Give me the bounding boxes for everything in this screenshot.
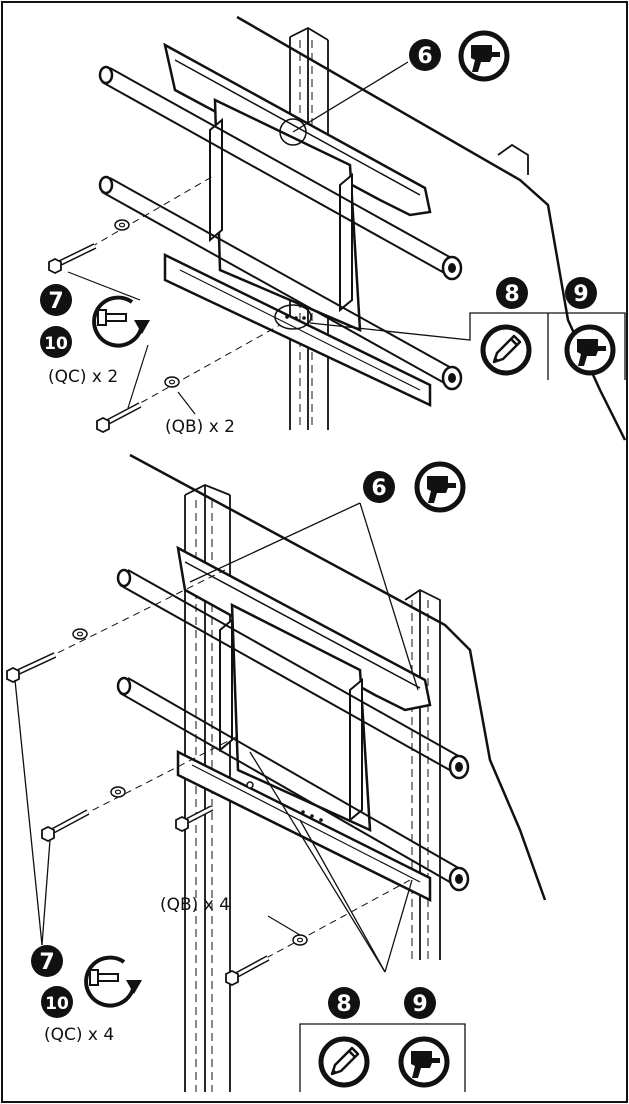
- wrench-rotate-icon: [84, 955, 144, 1008]
- svg-text:8: 8: [504, 282, 519, 307]
- top-panel: 6 7 10 (QC) x 2 (QB) x 2 8 9: [40, 15, 627, 441]
- svg-text:7: 7: [48, 289, 63, 314]
- drill-icon: [461, 33, 507, 79]
- drill-icon: [417, 464, 463, 510]
- step-6-badge: 6: [409, 39, 441, 71]
- tube-upper: [101, 67, 456, 276]
- step-9-badge: 9: [404, 987, 436, 1019]
- step-7-badge: 7: [40, 284, 72, 316]
- tube-upper: [119, 569, 463, 774]
- drill-icon: [567, 327, 613, 373]
- center-bracket: [230, 602, 372, 832]
- step-7-badge: 7: [31, 945, 63, 977]
- pencil-icon: [321, 1039, 367, 1085]
- step-9-badge: 9: [565, 277, 597, 309]
- wall-edge-top: [236, 15, 627, 441]
- qc-count-label: (QC) x 4: [44, 1025, 114, 1045]
- tube-lower: [101, 177, 456, 386]
- wall-edge-bottom: [129, 453, 547, 901]
- bottom-panel: 6 7 10 (QC) x 4 (QB) x 4 8 9: [6, 453, 547, 1092]
- svg-text:10: 10: [44, 334, 68, 354]
- svg-text:8: 8: [336, 992, 351, 1017]
- bottom-rail: [163, 252, 432, 407]
- svg-text:9: 9: [412, 992, 427, 1017]
- step-10-badge: 10: [41, 986, 73, 1018]
- drill-icon: [401, 1039, 447, 1085]
- end-cap: [441, 365, 463, 391]
- qb-count-label: (QB) x 4: [160, 895, 230, 915]
- svg-text:6: 6: [417, 44, 432, 69]
- end-cap: [441, 255, 463, 281]
- pencil-icon: [483, 327, 529, 373]
- svg-text:9: 9: [573, 282, 588, 307]
- end-cap: [448, 866, 470, 892]
- tube-lower: [119, 677, 463, 886]
- svg-text:10: 10: [45, 994, 69, 1014]
- svg-text:6: 6: [371, 476, 386, 501]
- step-8-badge: 8: [328, 987, 360, 1019]
- step-6-badge: 6: [363, 471, 395, 503]
- qc-count-label: (QC) x 2: [48, 367, 118, 387]
- svg-text:7: 7: [39, 950, 54, 975]
- top-rail: [176, 545, 432, 712]
- step-8-badge: 8: [496, 277, 528, 309]
- qb-count-label: (QB) x 2: [165, 417, 235, 437]
- step-10-badge: 10: [40, 326, 72, 358]
- end-cap: [448, 754, 470, 780]
- wrench-rotate-icon: [92, 295, 152, 348]
